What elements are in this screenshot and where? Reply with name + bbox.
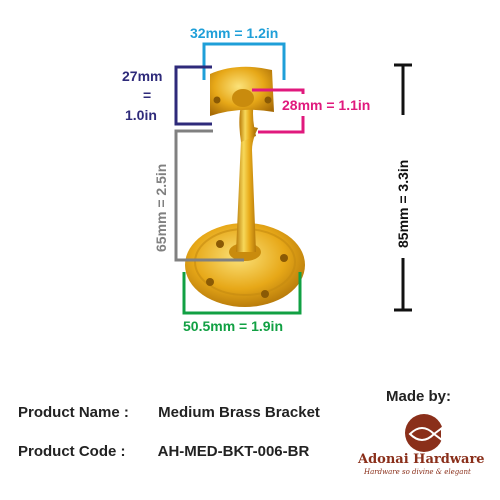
product-code-row: Product Code : AH-MED-BKT-006-BR (18, 443, 309, 460)
screw-hole (261, 290, 269, 298)
plate-width-dimension: 32mm = 1.2in (190, 25, 286, 80)
logo-circle (405, 414, 443, 452)
plate-height-bracket (174, 65, 212, 126)
stem (236, 126, 258, 252)
plate-height-label-line: 27mm (122, 68, 162, 84)
plate-height-label: 27mm = 1.0in (122, 68, 166, 123)
stem-length-label: 65mm = 2.5in (153, 164, 169, 252)
stem-length-dimension: 65mm = 2.5in (150, 129, 244, 262)
adonai-logo (405, 414, 443, 452)
arm-projection-label-bg (280, 94, 398, 116)
product-name-label: Product Name : (18, 404, 129, 421)
brand-tagline: Hardware so divine & elegant (364, 468, 471, 476)
overall-height-dimension: 85mm = 3.3in (394, 63, 412, 312)
overall-height-label: 85mm = 3.3in (395, 160, 411, 248)
screw-hole (216, 240, 224, 248)
screw-hole (264, 96, 272, 104)
plate-height-label-line: 1.0in (125, 107, 157, 123)
base-plate (185, 223, 305, 307)
base-diameter-label: 50.5mm = 1.9in (183, 318, 283, 334)
screw-hole (213, 96, 221, 104)
arm-projection-label: 28mm = 1.1in (282, 97, 370, 113)
plate-height-dimension: 27mm = 1.0in (122, 65, 212, 126)
plate-width-label: 32mm = 1.2in (190, 25, 278, 41)
saddle-boss (232, 89, 254, 107)
product-code-value: AH-MED-BKT-006-BR (157, 443, 310, 460)
brand-name: Adonai Hardware (358, 452, 485, 467)
base-diameter-dimension: 50.5mm = 1.9in (182, 272, 302, 334)
screw-hole (280, 254, 288, 262)
fish-icon (408, 426, 443, 442)
product-name-row: Product Name : Medium Brass Bracket (18, 404, 320, 421)
base-diameter-bracket (182, 272, 302, 315)
brass-bracket-image (185, 66, 305, 307)
plate-height-label-line: = (143, 87, 151, 103)
plate-width-bracket (202, 42, 286, 80)
stem-length-bracket (174, 129, 244, 262)
product-code-label: Product Code : (18, 443, 126, 460)
product-name-value: Medium Brass Bracket (158, 404, 320, 421)
made-by-label: Made by: (386, 388, 452, 405)
arm-projection-dimension: 28mm = 1.1in (252, 88, 398, 134)
stem-length-label-bg (150, 150, 172, 254)
screw-hole (206, 278, 214, 286)
